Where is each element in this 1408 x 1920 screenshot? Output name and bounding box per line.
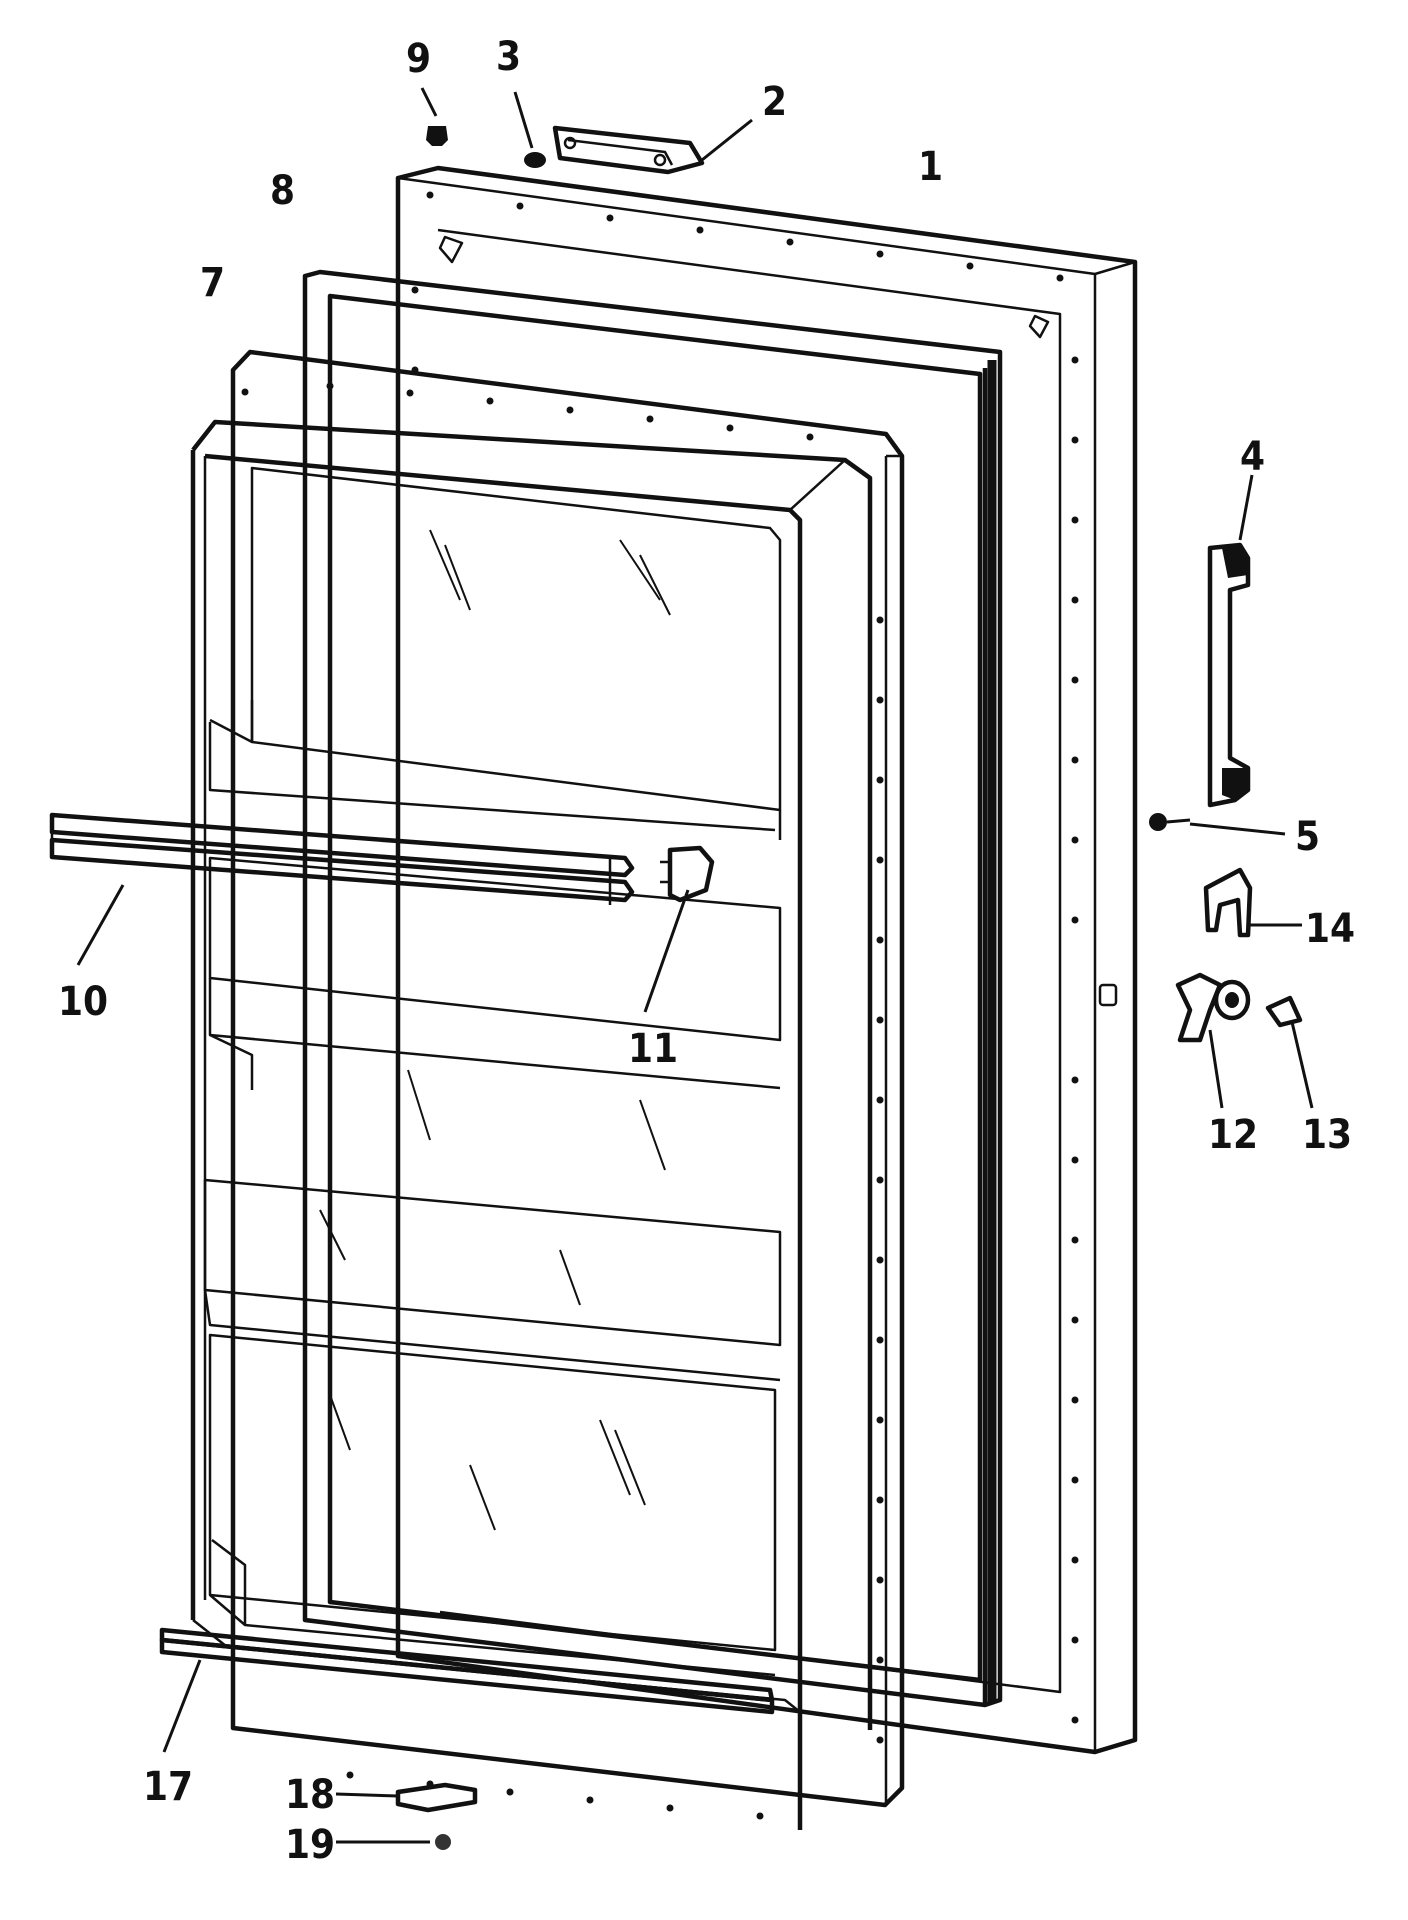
latch-assembly — [1175, 972, 1251, 1109]
label-9: 9 — [406, 36, 431, 82]
latch-wedge — [1265, 995, 1314, 1109]
bottom-bar — [159, 1627, 775, 1753]
label-8: 8 — [270, 168, 295, 214]
outer-door-panel — [395, 165, 1138, 1755]
shelf-bar — [49, 812, 635, 966]
label-10: 10 — [58, 979, 108, 1025]
label-18: 18 — [285, 1772, 335, 1818]
label-1: 1 — [918, 144, 943, 190]
bar-end-cap — [643, 845, 715, 1013]
latch-clip — [1203, 867, 1302, 938]
label-17: 17 — [143, 1764, 193, 1810]
bottom-bracket — [335, 1782, 478, 1813]
label-3: 3 — [496, 34, 521, 80]
label-11: 11 — [628, 1026, 678, 1072]
handle-screw — [1149, 813, 1286, 836]
hinge-screw — [513, 91, 546, 168]
door-gasket — [302, 269, 1003, 1708]
door-liner-flange — [230, 349, 905, 1808]
part-labels: 1 2 3 4 5 7 8 9 10 11 12 13 14 17 18 19 — [58, 34, 1355, 1868]
door-liner — [190, 419, 873, 1830]
label-12: 12 — [1208, 1112, 1258, 1158]
label-4: 4 — [1240, 434, 1265, 480]
label-14: 14 — [1305, 906, 1355, 952]
bottom-screw — [336, 1834, 451, 1850]
door-handle — [1207, 474, 1254, 808]
label-2: 2 — [762, 79, 787, 125]
plug-button — [420, 87, 448, 146]
label-7: 7 — [200, 260, 225, 306]
label-5: 5 — [1295, 814, 1320, 860]
label-13: 13 — [1302, 1112, 1352, 1158]
label-19: 19 — [285, 1822, 335, 1868]
panel-screw-holes — [411, 191, 1079, 1724]
hinge-cover — [552, 118, 753, 175]
